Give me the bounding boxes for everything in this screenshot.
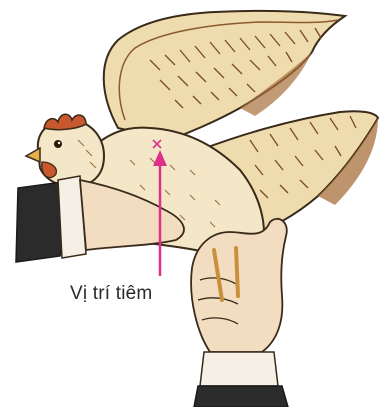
right-hand	[191, 219, 288, 407]
right-cuff	[200, 352, 278, 386]
beak	[26, 148, 40, 162]
comb	[44, 114, 86, 129]
right-sleeve	[194, 386, 288, 407]
chicken-head	[26, 114, 104, 187]
injection-site-label: Vị trí tiêm	[70, 283, 152, 305]
eye	[54, 140, 62, 148]
